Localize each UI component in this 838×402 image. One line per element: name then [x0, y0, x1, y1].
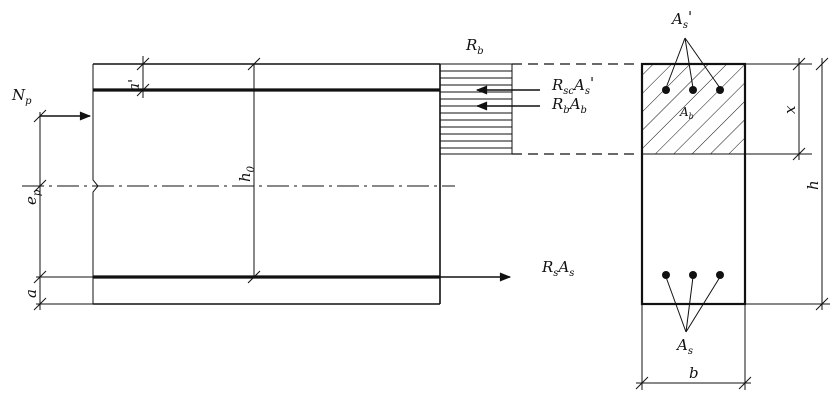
- b-label: b: [689, 364, 699, 382]
- bottom-bar-2: [689, 271, 697, 279]
- as-prime-label: As': [670, 8, 692, 31]
- h-label: h: [804, 180, 822, 190]
- a-prime-dimension: [136, 56, 150, 98]
- rsc-as-prime-label: RscAs': [551, 74, 594, 97]
- compression-zone-hatch: [642, 64, 745, 154]
- stress-block: [439, 63, 640, 282]
- h0-tick-top: [247, 57, 261, 71]
- as-label: As: [675, 336, 693, 357]
- ab-label: Ab: [679, 105, 694, 121]
- bottom-bar-3: [716, 271, 724, 279]
- ep-label: ep: [22, 189, 43, 205]
- rb-ab-label: RbAb: [551, 95, 587, 116]
- as-leader-3: [685, 276, 721, 333]
- rs-as-label: RsAs: [541, 258, 574, 279]
- h0-label: h0: [236, 165, 257, 182]
- bottom-bar-1: [662, 271, 670, 279]
- a-dimension: [33, 270, 93, 311]
- rb-label: Rb: [465, 36, 484, 57]
- x-label: x: [781, 105, 799, 114]
- a-prime-label: a': [125, 79, 143, 92]
- as-leader-2: [685, 276, 694, 333]
- stress-block-hatching: [440, 70, 512, 149]
- as-prime-leader-3: [684, 37, 721, 89]
- cross-section: [640, 37, 747, 333]
- h0-tick-bottom: [247, 270, 261, 284]
- b-dimension: [635, 304, 752, 390]
- x-dimension: [745, 57, 812, 161]
- top-bar-1: [662, 86, 670, 94]
- section-outline: [640, 62, 747, 306]
- np-label: Np: [11, 86, 32, 107]
- as-prime-leader-1: [665, 37, 686, 89]
- as-leader-1: [665, 276, 687, 333]
- beam-break-line: [92, 64, 99, 304]
- h-dimension: [745, 57, 830, 311]
- as-prime-leader-2: [684, 37, 694, 89]
- stress-block-outline: [439, 63, 513, 155]
- top-bar-3: [716, 86, 724, 94]
- top-bar-2: [689, 86, 697, 94]
- a-label: a: [22, 289, 40, 298]
- ep-dimension: [33, 109, 47, 310]
